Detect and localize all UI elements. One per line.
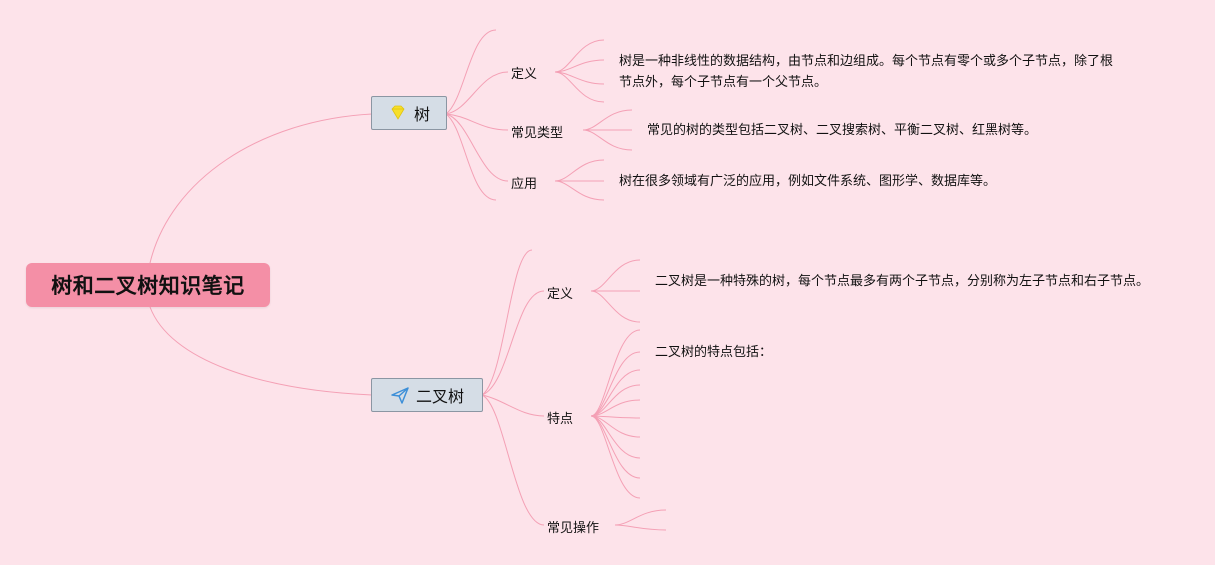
subtopic-tree-definition[interactable]: 定义 (511, 67, 538, 82)
link-bt-top (481, 249, 533, 396)
link-bt-feat-2 (590, 351, 641, 417)
link-bt-def (481, 290, 545, 396)
subtopic-bt-features[interactable]: 特点 (547, 412, 574, 427)
topic-tree-label: 树 (413, 105, 430, 124)
subtopic-bt-definition[interactable]: 定义 (547, 287, 574, 302)
subtopic-bt-operations[interactable]: 常见操作 (547, 521, 600, 536)
topic-tree[interactable]: 树 (371, 96, 447, 130)
topic-binary-tree-label: 二叉树 (415, 387, 464, 406)
link-bt-features (481, 394, 545, 417)
link-bt-feat-10 (590, 415, 641, 499)
link-bt-ops-leaf-1 (614, 509, 667, 526)
link-tree-top (445, 29, 497, 115)
note-bt-features[interactable]: 二叉树的特点包括： (655, 345, 773, 360)
link-bt-feat-5 (590, 399, 641, 417)
link-tree-def-leaf-3 (554, 71, 605, 85)
root-topic[interactable]: 树和二叉树知识笔记 (26, 263, 270, 307)
link-bt-feat-1 (590, 329, 641, 417)
subtopic-tree-applications[interactable]: 应用 (511, 177, 538, 192)
link-tree-types-leaf-1 (582, 109, 633, 131)
link-bt-ops-leaf-2 (614, 524, 667, 531)
paper-plane-icon (390, 385, 410, 405)
link-root-binary-tree (149, 306, 373, 396)
link-tree-bottom (445, 113, 497, 201)
link-bt-def-leaf-1 (590, 259, 641, 292)
link-tree-def (445, 71, 509, 115)
link-bt-def-leaf-3 (590, 290, 641, 323)
note-tree-types[interactable]: 常见的树的类型包括二叉树、二叉搜索树、平衡二叉树、红黑树等。 (647, 123, 1038, 138)
link-tree-def-leaf-2 (554, 59, 605, 73)
note-tree-definition[interactable]: 树是一种非线性的数据结构，由节点和边组成。每个节点有零个或多个子节点，除了根节点… (619, 54, 1114, 90)
diamond-icon (388, 103, 408, 123)
subtopic-tree-types[interactable]: 常见类型 (511, 126, 564, 141)
link-tree-types-leaf-3 (582, 129, 633, 151)
link-tree-def-leaf-4 (554, 71, 605, 103)
note-bt-definition[interactable]: 二叉树是一种特殊的树，每个节点最多有两个子节点，分别称为左子节点和右子节点。 (655, 274, 1150, 289)
link-bt-ops (481, 394, 545, 526)
link-tree-app-leaf-1 (554, 159, 605, 182)
root-topic-title: 树和二叉树知识笔记 (51, 274, 245, 298)
topic-binary-tree[interactable]: 二叉树 (371, 378, 483, 412)
note-tree-applications[interactable]: 树在很多领域有广泛的应用，例如文件系统、图形学、数据库等。 (619, 174, 997, 189)
link-tree-app-leaf-3 (554, 180, 605, 201)
link-root-tree (149, 113, 373, 264)
link-tree-def-leaf-1 (554, 39, 605, 73)
link-tree-types (445, 113, 509, 131)
link-tree-app (445, 113, 509, 182)
